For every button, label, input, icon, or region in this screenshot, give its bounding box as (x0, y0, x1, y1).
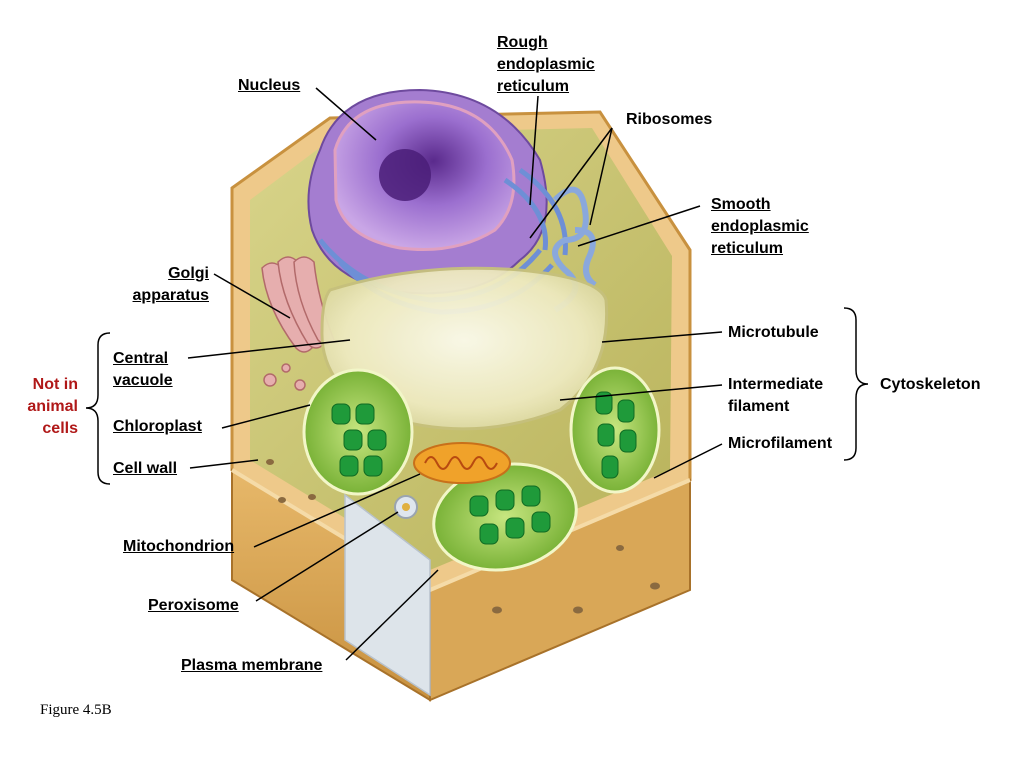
figure-caption: Figure 4.5B (40, 702, 112, 718)
label-cell-wall: Cell wall (113, 460, 178, 477)
label-central-vacuole-line-2: vacuole (113, 372, 173, 389)
label-cytoskeleton: Cytoskeleton (880, 376, 981, 393)
label-golgi: Golgi apparatus (119, 263, 209, 307)
label-microtubule: Microtubule (728, 324, 819, 341)
chloroplast-right (569, 366, 661, 494)
label-intermediate-filament: Intermediate filament (728, 374, 823, 418)
peroxisome (394, 495, 418, 519)
label-central-vacuole-line-1: Central (113, 350, 169, 367)
label-rough-er-line-2: endoplasmic (497, 56, 595, 73)
mitochondrion (413, 442, 511, 484)
label-golgi-line-2: apparatus (132, 287, 209, 304)
label-microfilament: Microfilament (728, 435, 833, 452)
label-smooth-er-line-2: endoplasmic (711, 218, 809, 235)
label-rough-er: Rough endoplasmic reticulum (497, 32, 595, 98)
label-not-in-animal-cells: Not in animal cells (10, 374, 78, 440)
label-rough-er-line-1: Rough (497, 34, 548, 51)
label-nucleus: Nucleus (238, 77, 301, 94)
label-smooth-er: Smooth endoplasmic reticulum (711, 194, 809, 260)
label-rough-er-line-3: reticulum (497, 78, 570, 95)
label-ribosomes: Ribosomes (626, 111, 713, 128)
label-intermediate-filament-line-1: Intermediate (728, 376, 824, 393)
label-not-in-animal-cells-line-2: animal (27, 398, 78, 415)
label-central-vacuole: Central vacuole (113, 348, 173, 392)
label-smooth-er-line-3: reticulum (711, 240, 784, 257)
label-mitochondrion: Mitochondrion (123, 538, 235, 555)
cytoskeleton-brace (843, 307, 869, 461)
label-chloroplast: Chloroplast (113, 418, 202, 435)
nucleus (307, 88, 548, 295)
label-not-in-animal-cells-line-1: Not in (32, 376, 78, 393)
label-not-in-animal-cells-line-3: cells (42, 420, 78, 437)
thylakoid-stacks (331, 391, 637, 545)
label-smooth-er-line-1: Smooth (711, 196, 771, 213)
label-peroxisome: Peroxisome (148, 597, 239, 614)
label-plasma-membrane: Plasma membrane (181, 657, 323, 674)
label-intermediate-filament-line-2: filament (728, 398, 790, 415)
not-in-animal-cells-brace (85, 332, 111, 485)
leader-lines (187, 87, 723, 661)
label-golgi-line-1: Golgi (168, 265, 209, 282)
